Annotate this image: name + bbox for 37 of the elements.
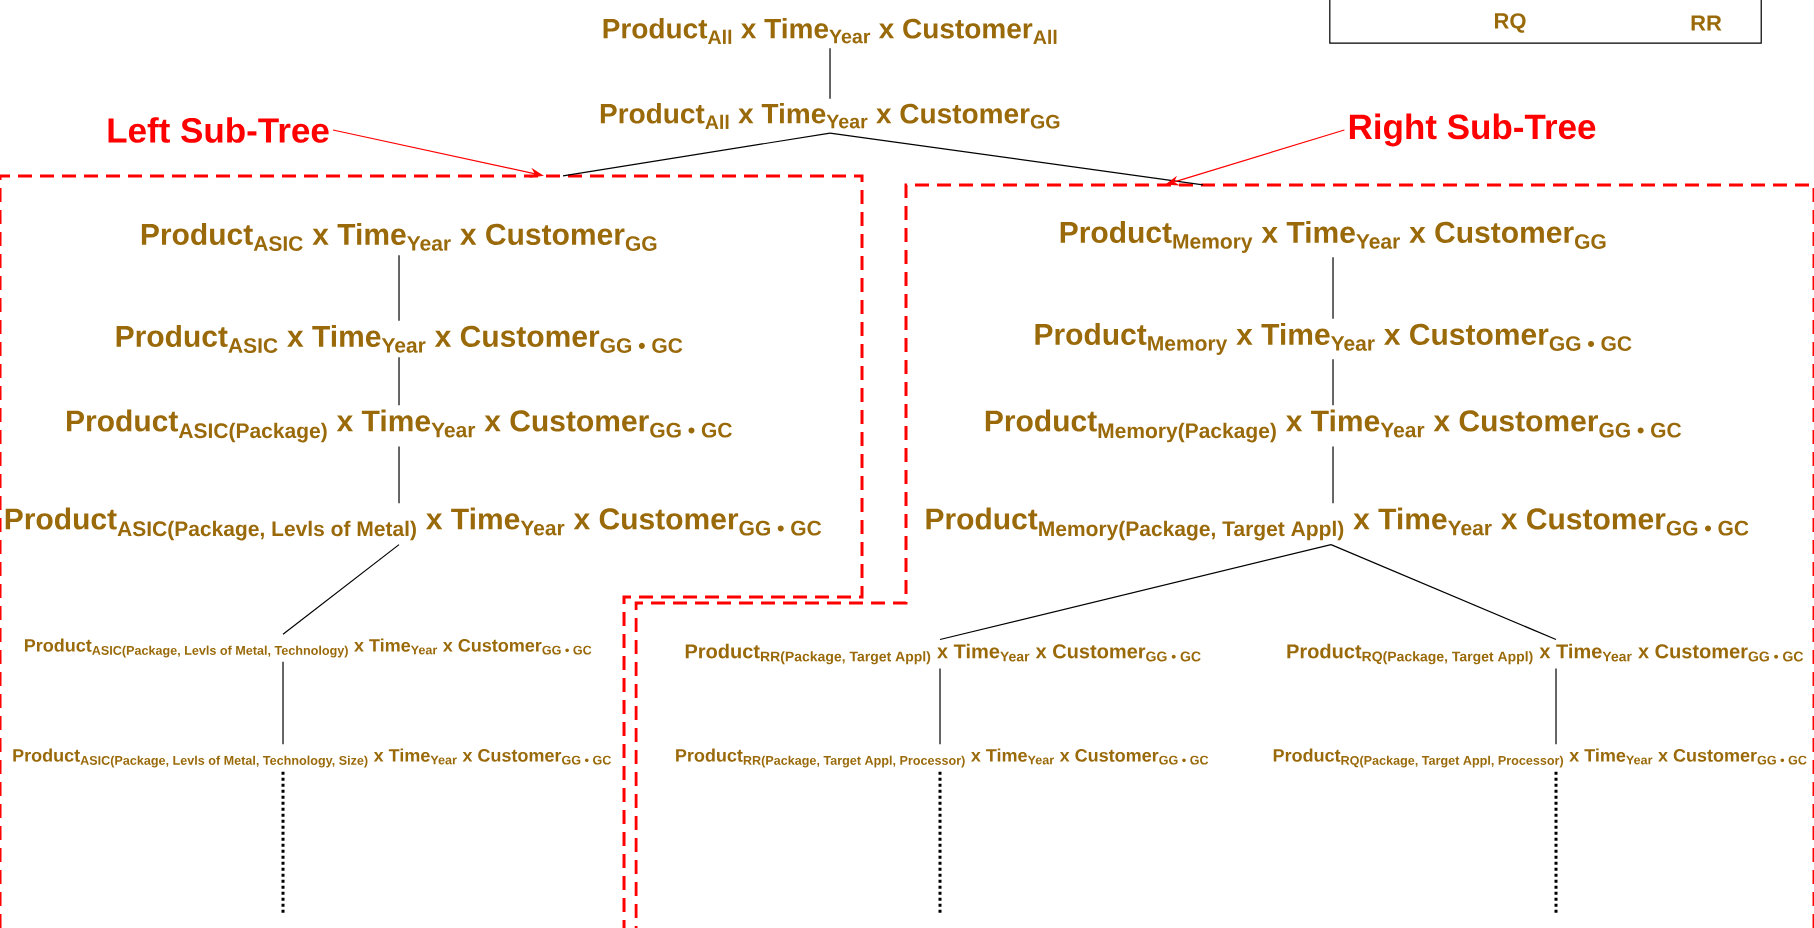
tree-node-label: $\text{Product}_{\text{RQ(Package, Target Appl)}}\ \text{x Time}_{\text{Year}}\ \text{x Customer}_{\text{GG • GC}}$ [1287, 643, 1804, 665]
dotted-continuation-line [281, 771, 285, 914]
tree-branch-line [398, 356, 400, 406]
tree-node-label: $\text{Product}_{\text{Memory}}\ \text{x Time}_{\text{Year}}\ \text{x Customer}_{\text{GG • GC}}$ [1035, 323, 1632, 355]
tree-branch-line [829, 132, 1204, 186]
tree-node-label: $\text{Product}_{\text{Memory}}\ \text{x Time}_{\text{Year}}\ \text{x Customer}_{\text{GG}}$ [1060, 221, 1606, 253]
tree-branch-line [562, 132, 831, 177]
tree-branch-line [1332, 446, 1334, 504]
tree-node-label: $\text{Product}_{\text{ASIC(Package, Levls of Metal, Technology, Size)}}\ \text{x Time}_{\text{Year}}\ \text{x Customer}_{\text{GG • GC}}$ [13, 748, 612, 768]
tree-branch-line [1555, 667, 1557, 745]
label-box: RQ RR [1329, 0, 1762, 44]
tree-node-label: $\text{Product}_{\text{ASIC}}\ \text{x Time}_{\text{Year}}\ \text{x Customer}_{\text{GG}}$ [141, 222, 657, 251]
dotted-continuation-line [938, 771, 942, 914]
dotted-continuation-line [1554, 771, 1558, 914]
tree-branch-line [1332, 358, 1334, 406]
tree-node-label: $\text{Product}_{\text{ASIC(Package, Levls of Metal, Technology)}}\ \text{x Time}_{\text{Year}}\ \text{x Customer}_{\text{GG • GC}}$ [24, 638, 592, 658]
tree-node-label: $\text{Product}_{\text{All}}\ \text{x Time}_{\text{Year}}\ \text{x Customer}_{\text{GG}}$ [600, 103, 1060, 129]
callout-label: Left Sub-Tree [108, 117, 329, 143]
tree-branch-line [282, 661, 284, 745]
tree-node-label: $\text{Product}_{\text{Memory(Package, Target Appl)}}\ \text{x Time}_{\text{Year}}\ \text{x Customer}_{\text{GG • GC}}$ [926, 507, 1749, 541]
tree-node-label: $\text{Product}_{\text{ASIC(Package, Levls of Metal)}}\ \text{x Time}_{\text{Year}}\ \text{x Customer}_{\text{GG • GC}}$ [5, 507, 822, 541]
tree-node-label: $\text{Product}_{\text{All}}\ \text{x Time}_{\text{Year}}\ \text{x Customer}_{\text{All}}$ [603, 18, 1057, 44]
tree-branch-line [1332, 256, 1334, 320]
tree-node-label: $\text{Product}_{\text{RQ(Package, Target Appl, Processor)}}\ \text{x Time}_{\text{Year}}\ \text{x Customer}_{\text{GG • GC}}$ [1273, 748, 1807, 768]
tree-node-label: $\text{Product}_{\text{ASIC}}\ \text{x Time}_{\text{Year}}\ \text{x Customer}_{\text{GG • GC}}$ [116, 324, 683, 353]
tree-node-label: $\text{Product}_{\text{RR(Package, Target Appl)}}\ \text{x Time}_{\text{Year}}\ \text{x Customer}_{\text{GG • GC}}$ [685, 643, 1201, 665]
callout-label: Right Sub-Tree [1349, 113, 1596, 147]
tree-branch-line [1330, 544, 1557, 641]
tree-branch-line [939, 544, 1332, 641]
tree-node-label: $\text{Product}_{\text{ASIC(Package)}}\ \text{x Time}_{\text{Year}}\ \text{x Customer}_{\text{GG • GC}}$ [67, 409, 732, 443]
tree-node-label: $\text{Product}_{\text{RR(Package, Target Appl, Processor)}}\ \text{x Time}_{\text{Year}}\ \text{x Customer}_{\text{GG • GC}}$ [676, 748, 1209, 768]
tree-branch-line [398, 446, 400, 504]
tree-branch-line [939, 667, 941, 745]
tree-node-label: $\text{Product}_{\text{Memory(Package)}}\ \text{x Time}_{\text{Year}}\ \text{x Customer}_{\text{GG • GC}}$ [985, 409, 1682, 443]
tree-branch-line [282, 544, 400, 635]
tree-branch-line [398, 254, 400, 322]
tree-branch-line [829, 47, 831, 100]
